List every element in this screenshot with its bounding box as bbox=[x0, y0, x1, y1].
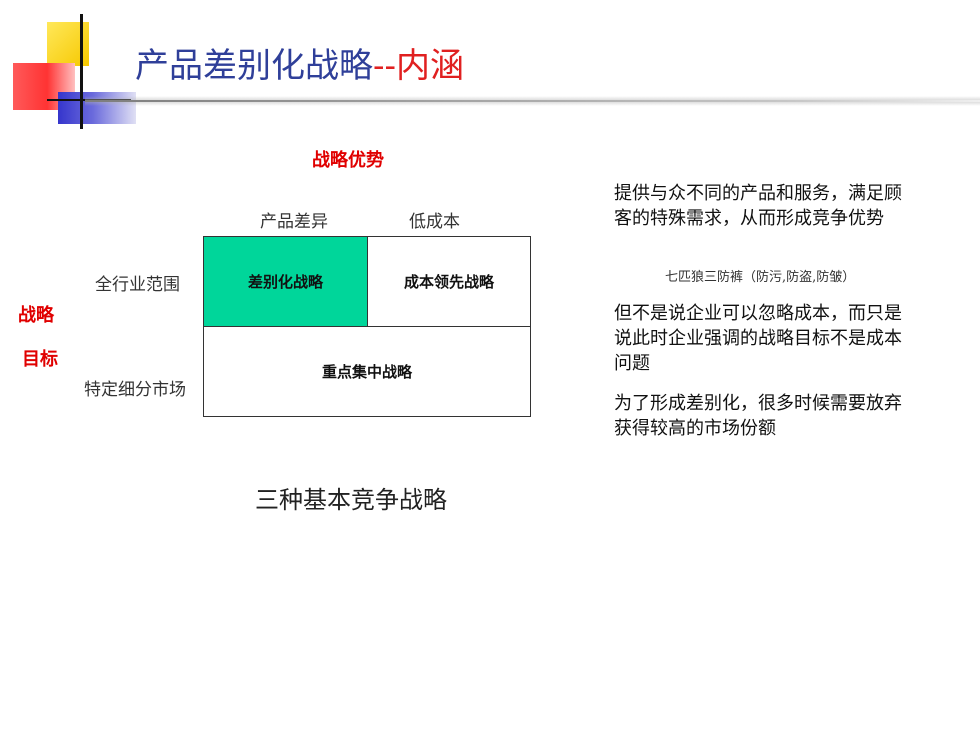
title-underline bbox=[85, 100, 980, 102]
logo-vertical-line bbox=[80, 14, 83, 129]
note-example: 七匹狼三防裤（防污,防盗,防皱） bbox=[665, 270, 856, 285]
title-sub: 内涵 bbox=[395, 46, 464, 86]
cell-focus-strategy: 重点集中战略 bbox=[321, 363, 412, 381]
row-header-segment: 特定细分市场 bbox=[84, 380, 186, 400]
title-separator: -- bbox=[373, 46, 396, 86]
strategic-target-label-2: 目标 bbox=[22, 349, 58, 370]
note-paragraph-2: 但不是说企业可以忽略成本，而只是说此时企业强调的战略目标不是成本问题 bbox=[614, 303, 902, 374]
strategic-target-label-1: 战略 bbox=[18, 305, 54, 326]
row-header-industry-wide: 全行业范围 bbox=[95, 275, 180, 295]
col-header-differentiation: 产品差异 bbox=[260, 212, 328, 232]
slide-title: 产品差别化战略--内涵 bbox=[135, 44, 464, 88]
cell-cost-leadership-strategy: 成本领先战略 bbox=[368, 237, 530, 327]
cell-differentiation-strategy: 差别化战略 bbox=[204, 237, 368, 327]
note-paragraph-1: 提供与众不同的产品和服务，满足顾客的特殊需求，从而形成竞争优势 bbox=[614, 183, 902, 229]
strategic-advantage-label: 战略优势 bbox=[312, 150, 384, 171]
strategy-matrix: 差别化战略 成本领先战略 重点集中战略 bbox=[203, 236, 531, 417]
matrix-caption: 三种基本竞争战略 bbox=[255, 486, 447, 514]
col-header-low-cost: 低成本 bbox=[409, 212, 460, 232]
note-paragraph-3: 为了形成差别化，很多时候需要放弃获得较高的市场份额 bbox=[614, 393, 902, 439]
title-main: 产品差别化战略 bbox=[135, 46, 373, 86]
